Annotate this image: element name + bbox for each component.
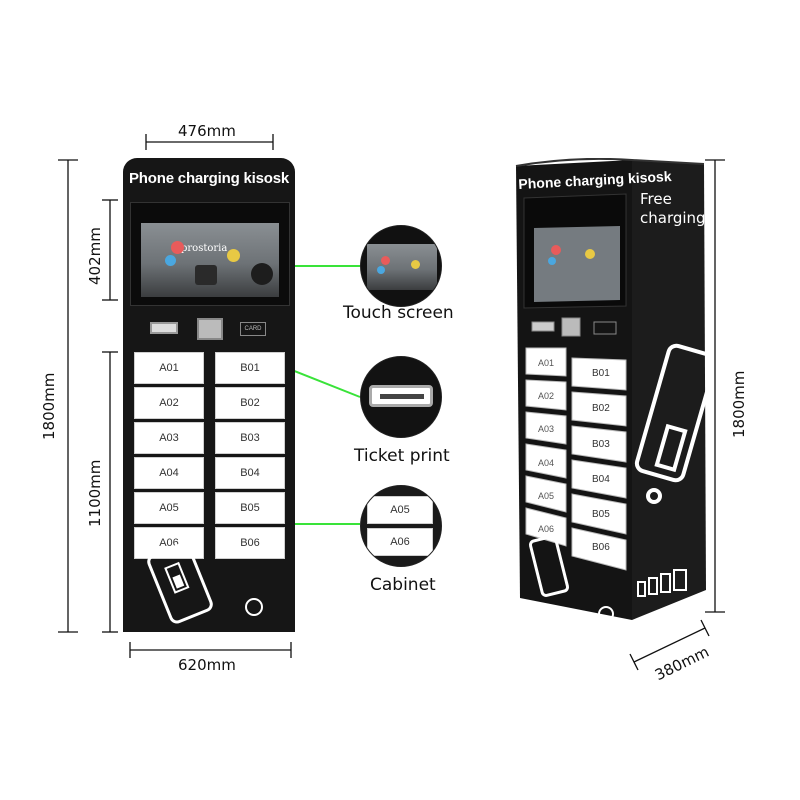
side-kiosk-free-charging: Free charging [640,190,706,227]
side-door-a04[interactable]: A04 [538,458,555,468]
side-card-reader [593,321,617,335]
scanner-window[interactable] [197,318,223,340]
side-door-b01[interactable]: B01 [592,368,610,379]
side-door-a01[interactable]: A01 [538,358,555,368]
label-screen-height: 402mm [86,227,104,285]
callout-door-a06: A06 [367,528,433,556]
door-b03[interactable]: B03 [215,422,285,454]
device-icons [637,569,687,597]
side-kiosk [515,158,714,622]
side-door-a03[interactable]: A03 [538,424,555,434]
front-screen-frame: prostoria [130,202,290,306]
label-bottom-width: 620mm [178,656,236,674]
callout-cabinet-label: Cabinet [370,575,436,595]
label-front-height: 1800mm [40,372,58,440]
door-a02[interactable]: A02 [134,387,204,419]
side-kiosk-side-face [632,160,706,620]
side-phone-graphic-icon [634,343,714,504]
side-scanner [561,317,581,337]
front-touch-screen[interactable]: prostoria [141,223,279,297]
side-ticket-slot [531,321,555,332]
screen-dot-red [171,241,184,254]
callout-touch-screen-label: Touch screen [343,303,454,323]
side-door-b04[interactable]: B04 [592,474,610,485]
ticket-print-slot[interactable] [150,322,178,334]
callout-ticket-print-label: Ticket print [354,446,450,466]
side-door-b06[interactable]: B06 [592,542,610,553]
side-door-b02[interactable]: B02 [592,403,610,414]
door-a03[interactable]: A03 [134,422,204,454]
battery-icon [164,561,190,594]
side-door-b03[interactable]: B03 [592,439,610,450]
label-top-width: 476mm [178,122,236,140]
screen-dot-blue [165,255,176,266]
callout-cabinet-magnifier: A05 A06 [360,485,442,567]
side-door-a06[interactable]: A06 [538,524,555,534]
door-a01[interactable]: A01 [134,352,204,384]
side-door-b05[interactable]: B05 [592,509,610,520]
door-b04[interactable]: B04 [215,457,285,489]
door-b05[interactable]: B05 [215,492,285,524]
door-a06[interactable]: A06 [134,527,204,559]
screen-chair [195,265,217,285]
plug-logo-icon [245,598,263,616]
card-reader[interactable]: CARD [240,322,266,336]
front-kiosk-title: Phone charging kisosk [129,170,290,187]
door-b02[interactable]: B02 [215,387,285,419]
screen-ball [251,263,273,285]
callout-touch-screen-magnifier [360,225,442,307]
side-touch-screen [534,226,620,302]
label-side-height: 1800mm [730,370,748,438]
label-cabinet-height: 1100mm [86,459,104,527]
front-kiosk: Phone charging kisosk prostoria CARD A01… [123,158,295,632]
door-b01[interactable]: B01 [215,352,285,384]
screen-brand-text: prostoria [181,243,228,254]
callout-door-a05: A05 [367,496,433,524]
phone-graphic-icon [144,540,216,626]
side-door-a02[interactable]: A02 [538,391,555,401]
door-a04[interactable]: A04 [134,457,204,489]
side-plug-logo-icon [598,606,614,622]
screen-dot-yellow [227,249,240,262]
door-a05[interactable]: A05 [134,492,204,524]
side-door-a05[interactable]: A05 [538,491,555,501]
callout-ticket-print-magnifier [360,356,442,438]
dim-line-side-depth [633,627,706,663]
door-b06[interactable]: B06 [215,527,285,559]
